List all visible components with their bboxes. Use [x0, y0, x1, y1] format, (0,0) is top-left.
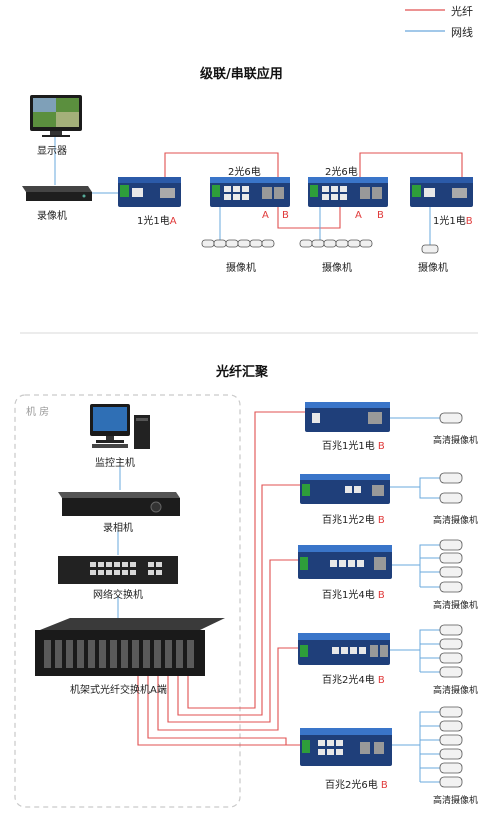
node-mid2-top-label: 2光6电 [325, 167, 358, 178]
monitor-icon [30, 95, 82, 137]
section2-camera-cables [390, 417, 440, 783]
remote-device-2 [300, 474, 390, 504]
rack-chassis-icon [35, 618, 225, 676]
camera-label-2: 摄像机 [322, 263, 352, 274]
node-mid2-port-a: A [355, 210, 362, 221]
node-left-label: 1光1电A [137, 216, 177, 227]
hd-camera-group [439, 412, 463, 788]
remote-device-4-label: 百兆2光4电 B [322, 675, 385, 686]
camera-label-3: 摄像机 [418, 263, 448, 274]
machine-room-box [14, 394, 241, 808]
remote-device-2-label: 百兆1光2电 B [322, 515, 385, 526]
section2-title: 光纤汇聚 [216, 365, 269, 380]
section2-room-cables [117, 465, 121, 618]
remote-camera-5-label: 高清摄像机 [433, 796, 479, 806]
camera-group-1 [201, 239, 275, 248]
recorder-icon [22, 186, 92, 201]
camera-label-1: 摄像机 [226, 263, 256, 274]
network-switch-label: 网络交换机 [93, 590, 143, 601]
section1-fiber-lines [164, 152, 463, 229]
monitor-host-icon [90, 404, 150, 449]
node-right-label: 1光1电B [433, 216, 473, 227]
remote-device-1-label: 百兆1光1电 B [322, 441, 385, 452]
node-left-suffix: A [169, 216, 177, 227]
section2-recorder-icon [58, 492, 180, 516]
node-mid2-device [308, 177, 388, 207]
legend-cable-label: 网线 [451, 26, 473, 39]
network-switch-icon [58, 556, 178, 584]
legend-fiber-label: 光纤 [451, 5, 473, 18]
node-right-device [410, 177, 473, 207]
monitor-host-label: 监控主机 [95, 458, 135, 469]
remote-device-5-label: 百兆2光6电 B [325, 780, 388, 791]
node-mid1-port-b: B [282, 210, 289, 221]
machine-room-label: 机 房 [26, 407, 50, 418]
section1-cable-lines [54, 135, 431, 245]
rack-label: 机架式光纤交换机A端 [70, 685, 167, 696]
remote-camera-1-label: 高清摄像机 [433, 436, 479, 446]
remote-camera-3-label: 高清摄像机 [433, 601, 479, 611]
section2-fiber-lines [137, 411, 305, 746]
remote-device-4 [298, 633, 390, 665]
node-mid1-top-label: 2光6电 [228, 167, 261, 178]
node-left-device [118, 177, 181, 207]
node-mid1-port-a: A [262, 210, 269, 221]
node-mid2-port-b: B [377, 210, 384, 221]
remote-device-1 [305, 402, 390, 432]
remote-device-5 [300, 728, 392, 766]
node-mid1-device [210, 177, 290, 207]
node-right-suffix: B [465, 216, 473, 227]
remote-camera-2-label: 高清摄像机 [433, 516, 479, 526]
camera-group-3 [421, 244, 439, 254]
camera-group-2 [299, 239, 373, 248]
monitor-label: 显示器 [37, 146, 67, 157]
remote-device-3-label: 百兆1光4电 B [322, 590, 385, 601]
section1-title: 级联/串联应用 [200, 67, 283, 82]
remote-camera-4-label: 高清摄像机 [433, 686, 479, 696]
section2-recorder-label: 录相机 [103, 523, 133, 534]
recorder-label: 录像机 [37, 211, 67, 222]
remote-device-3 [298, 545, 392, 579]
